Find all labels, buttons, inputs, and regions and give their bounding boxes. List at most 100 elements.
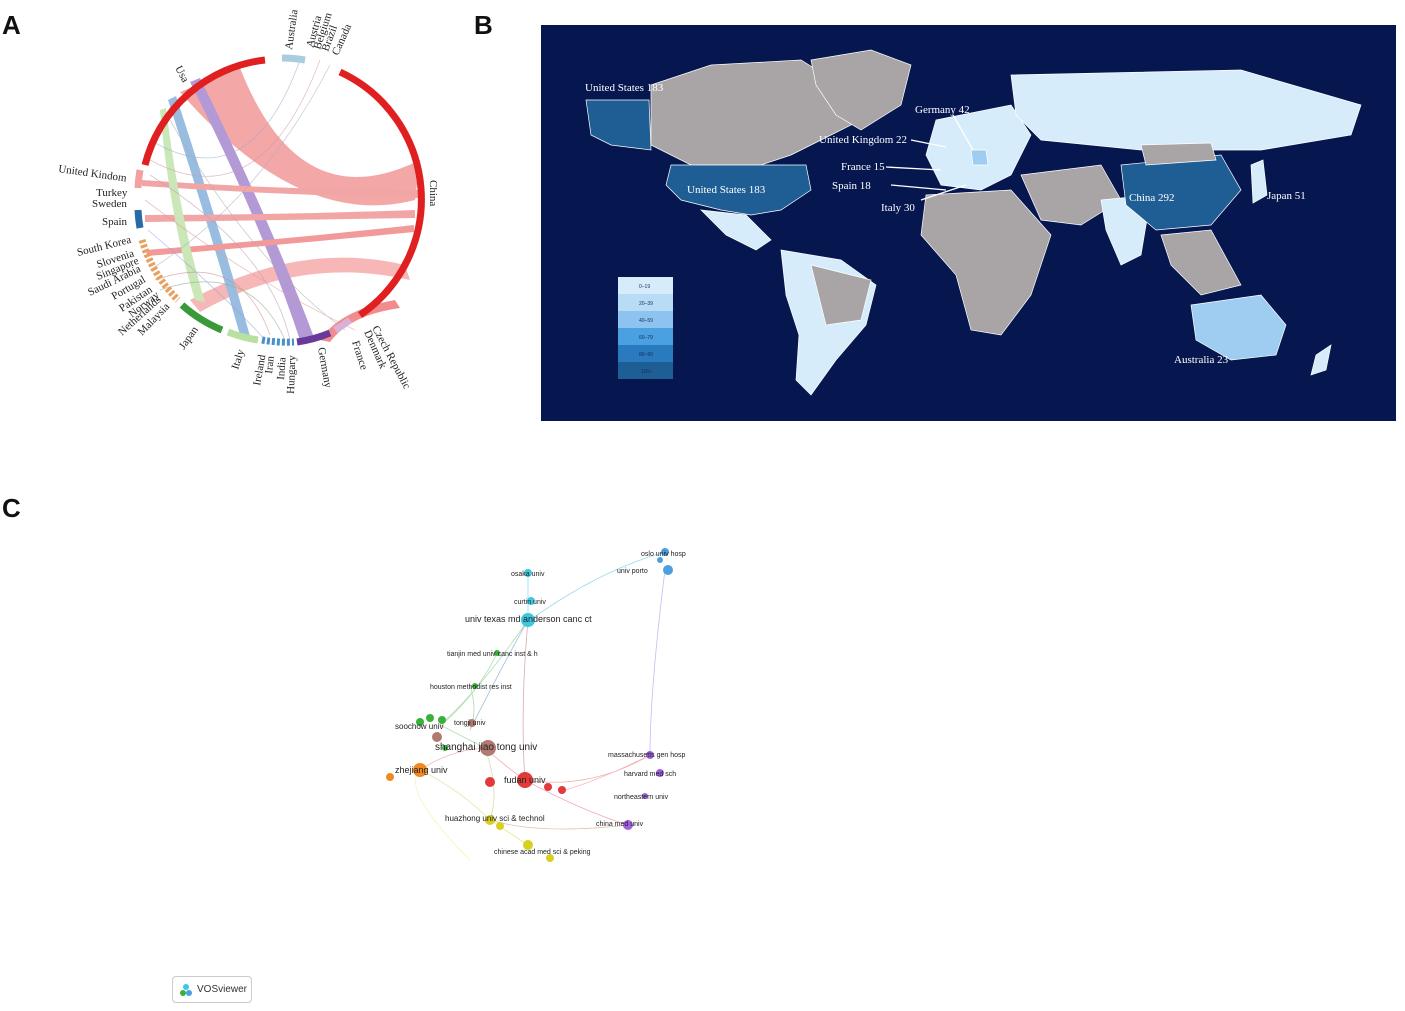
ribbon-china-germany (320, 300, 400, 342)
ribbon-usa-germany (190, 78, 315, 340)
arc-spain (134, 209, 144, 229)
node-curtin (527, 597, 535, 605)
panel-label-b: B (474, 10, 493, 40)
node-chinese-acad (523, 840, 533, 850)
label-spain: Spain (102, 216, 128, 228)
land-germany (970, 149, 989, 166)
map-label-italy: Italy 30 (881, 202, 915, 214)
map-label-australia: Australia 23 (1174, 354, 1229, 366)
node-label-oslo: oslo univ hosp (641, 551, 686, 558)
node-label-northeastern: northeastern univ (614, 794, 669, 801)
land-japan (1250, 159, 1268, 204)
label-iran: Iran (263, 355, 277, 374)
node-label-curtin: curtin univ (514, 599, 546, 606)
node-soochow-2 (426, 714, 434, 722)
node-label-osaka: osaka univ (511, 571, 545, 578)
map-label-us: United States 183 (687, 184, 766, 196)
node-label-tianjin: tianjin med univ canc inst & h (447, 651, 538, 658)
chord-diagram: Usa China Australia Austria Belgium Braz… (58, 9, 439, 394)
ribbon-china-japan (190, 257, 410, 312)
arc-small-left (138, 238, 181, 303)
label-turkey: Turkey (96, 187, 128, 199)
node-brown-small (432, 732, 442, 742)
map-label-uk: United Kingdom 22 (819, 134, 907, 146)
node-yellow-small (496, 822, 504, 830)
map-label-spain: Spain 18 (832, 180, 871, 192)
vosviewer-label: VOSviewer (197, 984, 248, 995)
node-label-fudan: fudan univ (504, 775, 546, 785)
land-africa (920, 189, 1052, 336)
ribbon-china-uk (142, 180, 418, 198)
land-se-asia (1160, 229, 1242, 296)
node-label-shanghai: shanghai jiao tong univ (435, 742, 537, 753)
arc-germany (296, 329, 332, 346)
node-yellow-2 (546, 854, 554, 862)
network-labels: oslo univ hosp univ porto osaka univ cur… (395, 551, 686, 856)
land-alaska (585, 99, 652, 151)
label-ireland: Ireland (251, 353, 268, 386)
node-green-small (442, 745, 448, 751)
label-usa: Usa (172, 64, 191, 85)
label-sweden: Sweden (92, 198, 127, 210)
legend-item-4: 80–99 (639, 352, 653, 358)
land-brazil (810, 264, 872, 326)
land-mexico (700, 209, 772, 251)
node-tianjin (494, 650, 500, 656)
node-orange-small (386, 773, 394, 781)
label-japan: Japan (177, 324, 201, 352)
node-shanghai (480, 740, 496, 756)
node-label-porto: univ porto (617, 568, 648, 575)
node-china-med (623, 820, 633, 830)
world-map: 0–19 20–39 40–59 60–79 80–99 100+ United… (541, 25, 1396, 421)
ribbon-usa-china (180, 68, 420, 206)
land-middle-east (1020, 164, 1122, 226)
land-greenland (810, 49, 912, 131)
node-zhejiang (413, 763, 427, 777)
node-huazhong (485, 815, 495, 825)
world-map-svg: 0–19 20–39 40–59 60–79 80–99 100+ United… (585, 49, 1362, 396)
ribbon-usa-japan (160, 108, 205, 302)
node-harvard (656, 769, 664, 777)
label-germany: Germany (315, 346, 334, 389)
node-tongji (468, 719, 476, 727)
map-label-germany: Germany 42 (915, 104, 970, 116)
map-arrows (885, 114, 974, 201)
node-label-soochow: soochow univ (395, 722, 443, 731)
node-porto (663, 565, 673, 575)
node-northeastern (642, 793, 648, 799)
map-label-us-alaska: United States 183 (585, 82, 664, 94)
vosviewer-logo-icon (180, 983, 192, 996)
map-label-china: China 292 (1129, 192, 1175, 204)
map-label-france: France 15 (841, 161, 885, 173)
collaboration-network: oslo univ hosp univ porto osaka univ cur… (386, 548, 686, 862)
arc-australia (281, 54, 306, 64)
label-hungary: Hungary (285, 355, 298, 394)
node-label-harvard: harvard med sch (624, 771, 676, 778)
legend-item-2: 40–59 (639, 318, 653, 324)
land-europe (925, 104, 1032, 191)
node-texas (521, 613, 535, 627)
node-blue-small (657, 557, 663, 563)
label-italy: Italy (229, 348, 247, 371)
node-red-3 (558, 786, 566, 794)
land-masses (585, 49, 1362, 396)
node-label-tongji: tongji univ (454, 720, 486, 727)
legend-item-1: 20–39 (639, 301, 653, 307)
land-usa (665, 164, 812, 216)
node-massachusetts (646, 751, 654, 759)
land-canada (650, 59, 862, 166)
node-label-zhejiang: zhejiang univ (395, 765, 448, 775)
node-red-2 (544, 783, 552, 791)
land-china (1120, 154, 1242, 231)
ribbon-china-spain (145, 210, 415, 222)
chord-thin-lines (144, 59, 356, 341)
node-oslo (661, 548, 669, 556)
arc-france (333, 317, 353, 334)
arc-small-right (261, 336, 295, 346)
land-australia (1190, 294, 1287, 361)
panel-label-c: C (2, 493, 21, 523)
legend-item-0: 0–19 (639, 284, 650, 290)
node-label-massachusetts: massachusetts gen hosp (608, 752, 686, 759)
map-legend: 0–19 20–39 40–59 60–79 80–99 100+ (618, 277, 673, 379)
panel-label-a: A (2, 10, 21, 40)
